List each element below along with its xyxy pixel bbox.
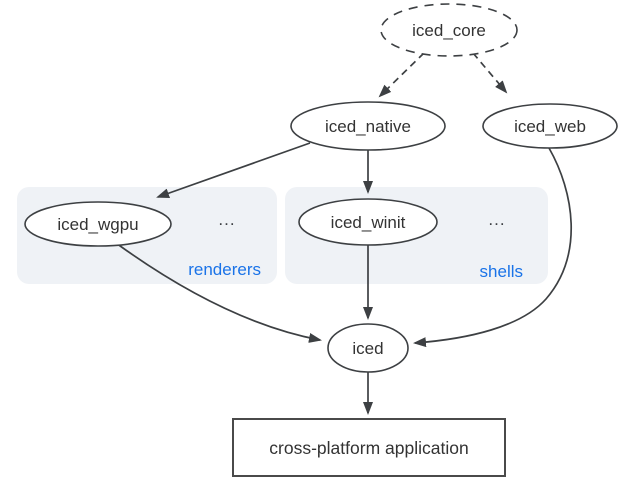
- node-cross-platform-application: [232, 418, 506, 477]
- renderers-ellipsis-label: ...: [218, 210, 235, 229]
- edge-core-to-web: [472, 52, 508, 94]
- renderers-group-label: renderers: [188, 260, 261, 279]
- node-iced-native-label: iced_native: [325, 117, 411, 136]
- node-cross-platform-application-label: cross-platform application: [269, 438, 468, 458]
- node-iced-wgpu-label: iced_wgpu: [57, 215, 138, 234]
- shells-ellipsis-label: ...: [488, 210, 505, 229]
- node-iced-core-label: iced_core: [412, 21, 486, 40]
- node-iced-label: iced: [352, 339, 383, 358]
- node-iced-core: [380, 3, 518, 57]
- shells-group-label: shells: [480, 262, 523, 281]
- node-iced-web: [482, 103, 618, 149]
- edge-web-to-iced: [413, 147, 572, 348]
- edge-native-to-wgpu: [156, 142, 311, 199]
- node-iced-winit: [298, 198, 438, 246]
- node-iced-wgpu: [24, 201, 172, 247]
- node-iced: [327, 323, 409, 373]
- node-iced-web-label: iced_web: [514, 117, 586, 136]
- edge-core-to-native: [378, 52, 425, 98]
- node-iced-native: [290, 101, 446, 151]
- node-iced-winit-label: iced_winit: [331, 213, 406, 232]
- edge-wgpu-to-iced: [115, 242, 322, 343]
